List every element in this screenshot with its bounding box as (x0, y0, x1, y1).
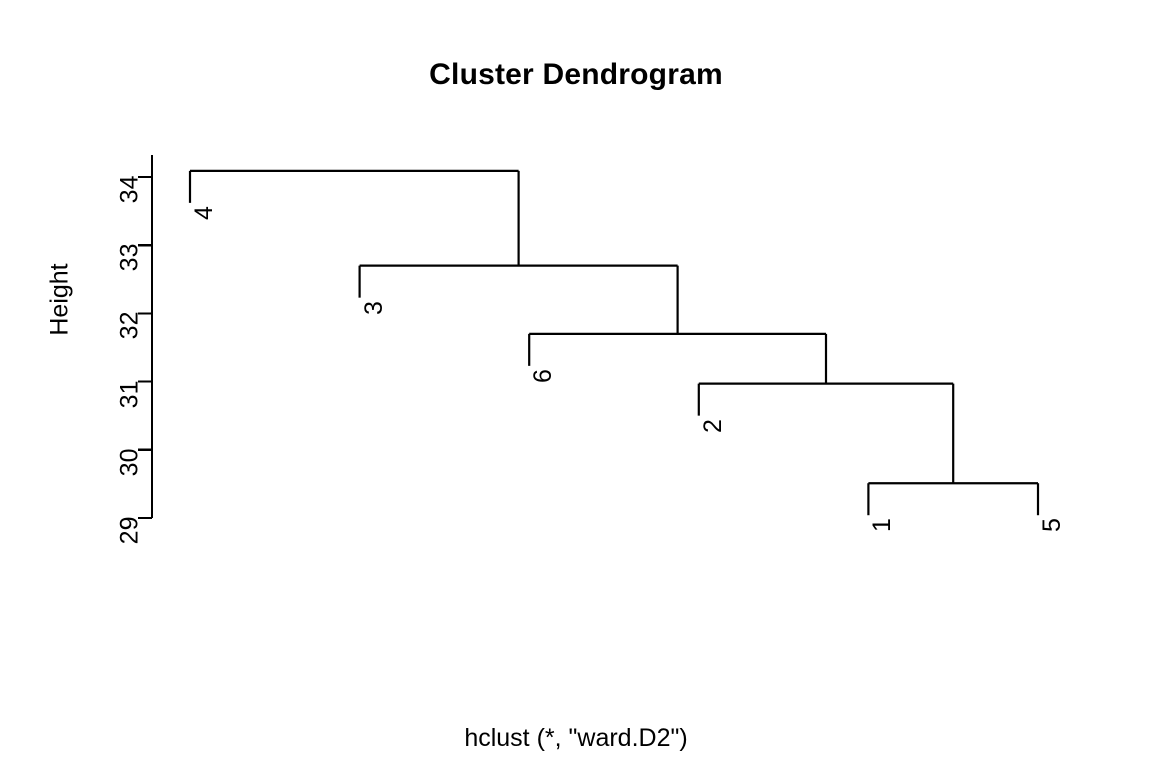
plot-subtitle: hclust (*, "ward.D2") (464, 724, 688, 752)
leaf-label-2: 2 (698, 418, 727, 433)
leaf-label-3: 3 (359, 300, 388, 315)
y-axis (138, 155, 154, 520)
leaf-label-6: 6 (529, 368, 558, 383)
dendrogram-tree (188, 169, 1040, 516)
leaf-label-1: 1 (868, 518, 897, 533)
leaf-label-4: 4 (190, 205, 218, 220)
page-title: Cluster Dendrogram (429, 58, 723, 91)
leaf-label-5: 5 (1038, 518, 1066, 533)
